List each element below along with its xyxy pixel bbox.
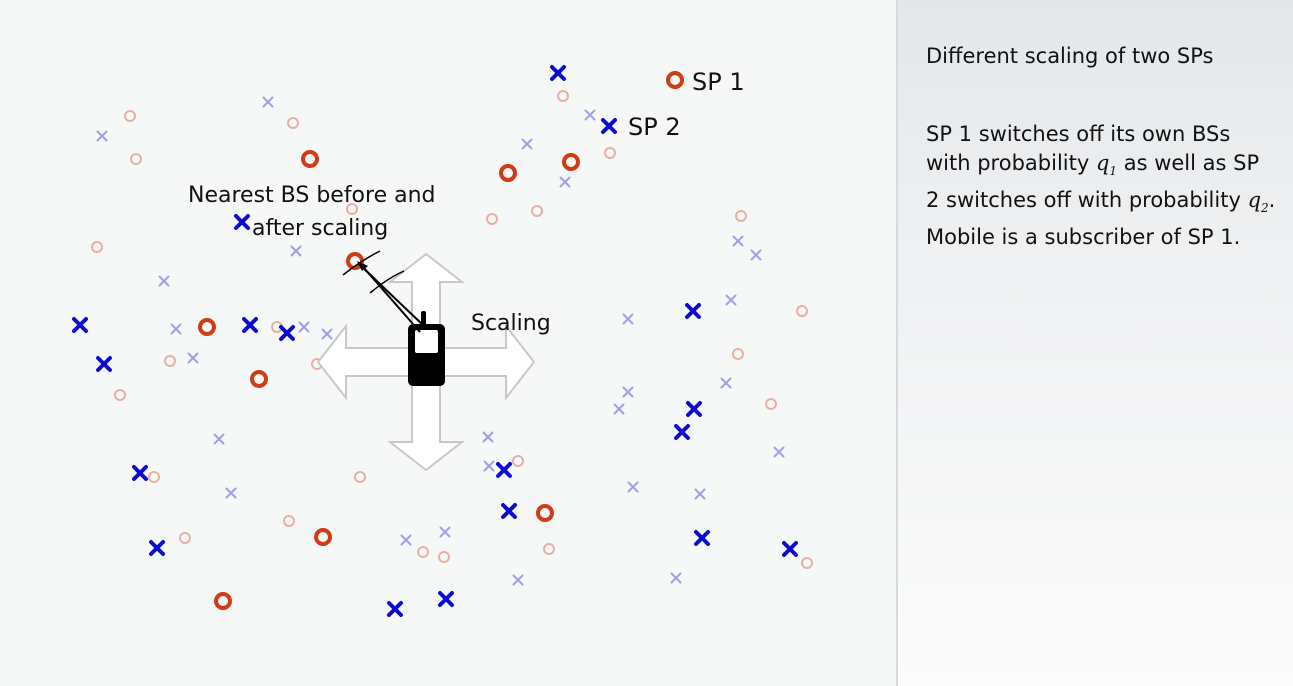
sp1-bs-faded-icon [543, 543, 555, 555]
sp2-bs-faded-icon [627, 481, 639, 493]
sp2-bs-icon [782, 541, 798, 557]
sp2-bs-faded-icon [96, 130, 108, 142]
sp1-bs-faded-icon [164, 355, 176, 367]
sp2-bs-faded-icon [559, 176, 571, 188]
sp1-bs-faded-icon [531, 205, 543, 217]
sp2-bs-icon [496, 462, 512, 478]
sp2-bs-faded-icon [670, 572, 682, 584]
sp2-bs-faded-icon [158, 275, 170, 287]
nearest-bs-label-line2: after scaling [252, 216, 388, 241]
sp2-bs-faded-icon [482, 431, 494, 443]
legend-sp1-label: SP 1 [692, 68, 745, 96]
sp2-bs-icon [694, 530, 710, 546]
sp2-bs-icon [132, 465, 148, 481]
sp1-bs-icon [499, 164, 517, 182]
sp2-bs-faded-icon [321, 328, 333, 340]
sp1-bs-faded-icon [557, 90, 569, 102]
panel-body: SP 1 switches off its own BSs with proba… [926, 120, 1276, 252]
sp1-bs-faded-icon [417, 546, 429, 558]
sp1-bs-faded-icon [604, 147, 616, 159]
sp2-bs-faded-icon [622, 313, 634, 325]
sp2-bs-faded-icon [521, 138, 533, 150]
sp1-bs-faded-icon [91, 241, 103, 253]
sp1-bs-icon [314, 528, 332, 546]
sp1-bs-faded-icon [765, 398, 777, 410]
sp2-bs-icon [242, 317, 258, 333]
scaling-label: Scaling [471, 311, 551, 336]
sp1-bs-faded-icon [114, 389, 126, 401]
sp2-bs-faded-icon [694, 488, 706, 500]
sp2-bs-icon [501, 503, 517, 519]
panel-text-b: as well as SP 2 switches off with probab… [926, 151, 1260, 213]
sp2-bs-icon [279, 325, 295, 341]
sp2-bs-faded-icon [584, 109, 596, 121]
sp2-bs-faded-icon [170, 323, 182, 335]
sp1-bs-icon [536, 504, 554, 522]
sp2-bs-faded-icon [290, 245, 302, 257]
sp2-bs-icon [674, 424, 690, 440]
sp2-bs-faded-icon [773, 446, 785, 458]
scaling-arrows-icon [316, 252, 536, 472]
q2-variable: q2 [1247, 188, 1269, 216]
sp2-bs-icon [550, 65, 566, 81]
sp1-bs-icon [198, 318, 216, 336]
sp1-bs-faded-icon [130, 153, 142, 165]
sp1-bs-faded-icon [283, 515, 295, 527]
sp1-bs-faded-icon [732, 348, 744, 360]
sp2-bs-faded-icon [750, 249, 762, 261]
sp2-bs-faded-icon [298, 321, 310, 333]
sp1-bs-faded-icon [124, 110, 136, 122]
panel-text-c: . Mobile is a subscriber of SP 1. [926, 188, 1276, 250]
sp1-bs-faded-icon [354, 471, 366, 483]
sp2-bs-faded-icon [483, 460, 495, 472]
sp2-bs-icon [234, 214, 250, 230]
sp2-bs-faded-icon [725, 294, 737, 306]
sp1-bs-icon [301, 150, 319, 168]
sp2-bs-faded-icon [720, 377, 732, 389]
sp2-bs-faded-icon [613, 403, 625, 415]
sp2-bs-icon [387, 601, 403, 617]
sp1-bs-faded-icon [512, 455, 524, 467]
sp2-bs-faded-icon [187, 352, 199, 364]
panel-title: Different scaling of two SPs [926, 44, 1214, 68]
legend-sp2-label: SP 2 [628, 113, 681, 141]
nearest-bs-links [342, 250, 425, 333]
sp1-bs-faded-icon [148, 471, 160, 483]
sp2-bs-icon [438, 591, 454, 607]
mobile-phone-icon [408, 311, 445, 386]
sp2-bs-cross-icon [601, 118, 617, 134]
sp2-bs-faded-icon [225, 487, 237, 499]
sp2-bs-faded-icon [439, 526, 451, 538]
sp2-bs-icon [149, 540, 165, 556]
sp2-bs-icon [685, 303, 701, 319]
sp2-bs-faded-icon [732, 235, 744, 247]
sp1-bs-icon [562, 153, 580, 171]
sp2-bs-faded-icon [262, 96, 274, 108]
sp2-bs-faded-icon [622, 386, 634, 398]
sp1-bs-faded-icon [801, 557, 813, 569]
sp1-bs-faded-icon [287, 117, 299, 129]
sp2-bs-icon [72, 317, 88, 333]
sp1-bs-faded-icon [735, 210, 747, 222]
panel-text-a: SP 1 switches off its own BSs with proba… [926, 122, 1231, 175]
nearest-bs-label-line1: Nearest BS before and [188, 183, 436, 208]
bs-scatter-figure: SP 1 SP 2 Nearest BS before and after sc… [72, 65, 813, 617]
sp1-bs-icon [214, 592, 232, 610]
sp1-bs-circle-icon [666, 71, 684, 89]
info-panel: Different scaling of two SPs SP 1 switch… [896, 0, 1293, 686]
sp1-bs-faded-icon [346, 203, 358, 215]
figure-area: SP 1 SP 2 Nearest BS before and after sc… [72, 65, 813, 617]
sp2-bs-faded-icon [512, 574, 524, 586]
sp1-bs-icon [250, 370, 268, 388]
sp2-bs-faded-icon [400, 534, 412, 546]
q1-variable: q1 [1095, 151, 1118, 179]
sp1-bs-faded-icon [179, 532, 191, 544]
sp1-bs-faded-icon [438, 551, 450, 563]
sp2-bs-icon [96, 356, 112, 372]
sp2-bs-icon [686, 401, 702, 417]
sp2-bs-faded-icon [213, 433, 225, 445]
sp1-bs-faded-icon [486, 213, 498, 225]
sp1-bs-faded-icon [796, 305, 808, 317]
